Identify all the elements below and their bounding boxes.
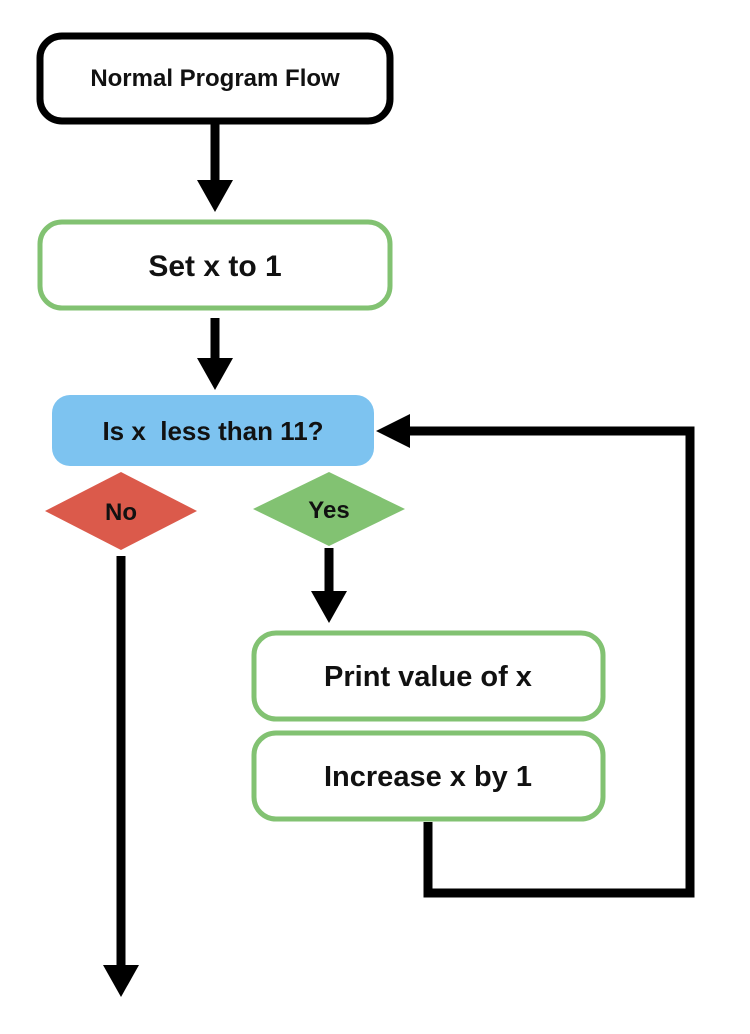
yes-branch: Yes (253, 472, 405, 546)
start-node: Normal Program Flow (36, 32, 394, 125)
start-node-box (36, 32, 394, 125)
set-x-node-label: Set x to 1 (148, 250, 281, 283)
set-x-node-box (37, 219, 393, 311)
condition-node-label: Is x less than 11? (102, 416, 323, 446)
condition-node-box (52, 395, 374, 466)
arrow-start-to-set-x-head (197, 180, 233, 212)
set-x-node: Set x to 1 (37, 219, 393, 311)
no-branch-diamond (45, 472, 197, 550)
print-x-node-box (251, 630, 606, 722)
print-x-node: Print value of x (251, 630, 606, 722)
arrow-loop-back (376, 414, 695, 898)
condition-node: Is x less than 11? (52, 395, 374, 466)
arrow-loop-back-line (408, 426, 695, 898)
yes-branch-label: Yes (308, 497, 349, 524)
increase-x-node-label: Increase x by 1 (324, 761, 532, 793)
arrow-loop-back-head (376, 414, 410, 448)
arrow-set-x-to-condition-head (197, 358, 233, 390)
arrow-yes-to-print-head (311, 591, 347, 623)
no-branch: No (45, 472, 197, 550)
no-branch-label: No (105, 499, 137, 526)
yes-branch-diamond (253, 472, 405, 546)
arrow-yes-to-print (311, 548, 347, 623)
start-node-label: Normal Program Flow (90, 65, 340, 92)
increase-x-node: Increase x by 1 (251, 730, 606, 822)
increase-x-node-box (251, 730, 606, 822)
arrow-start-to-set-x (197, 124, 233, 212)
print-x-node-label: Print value of x (324, 661, 532, 693)
arrow-no-exit (103, 556, 139, 997)
arrow-no-exit-head (103, 965, 139, 997)
arrow-set-x-to-condition (197, 318, 233, 390)
